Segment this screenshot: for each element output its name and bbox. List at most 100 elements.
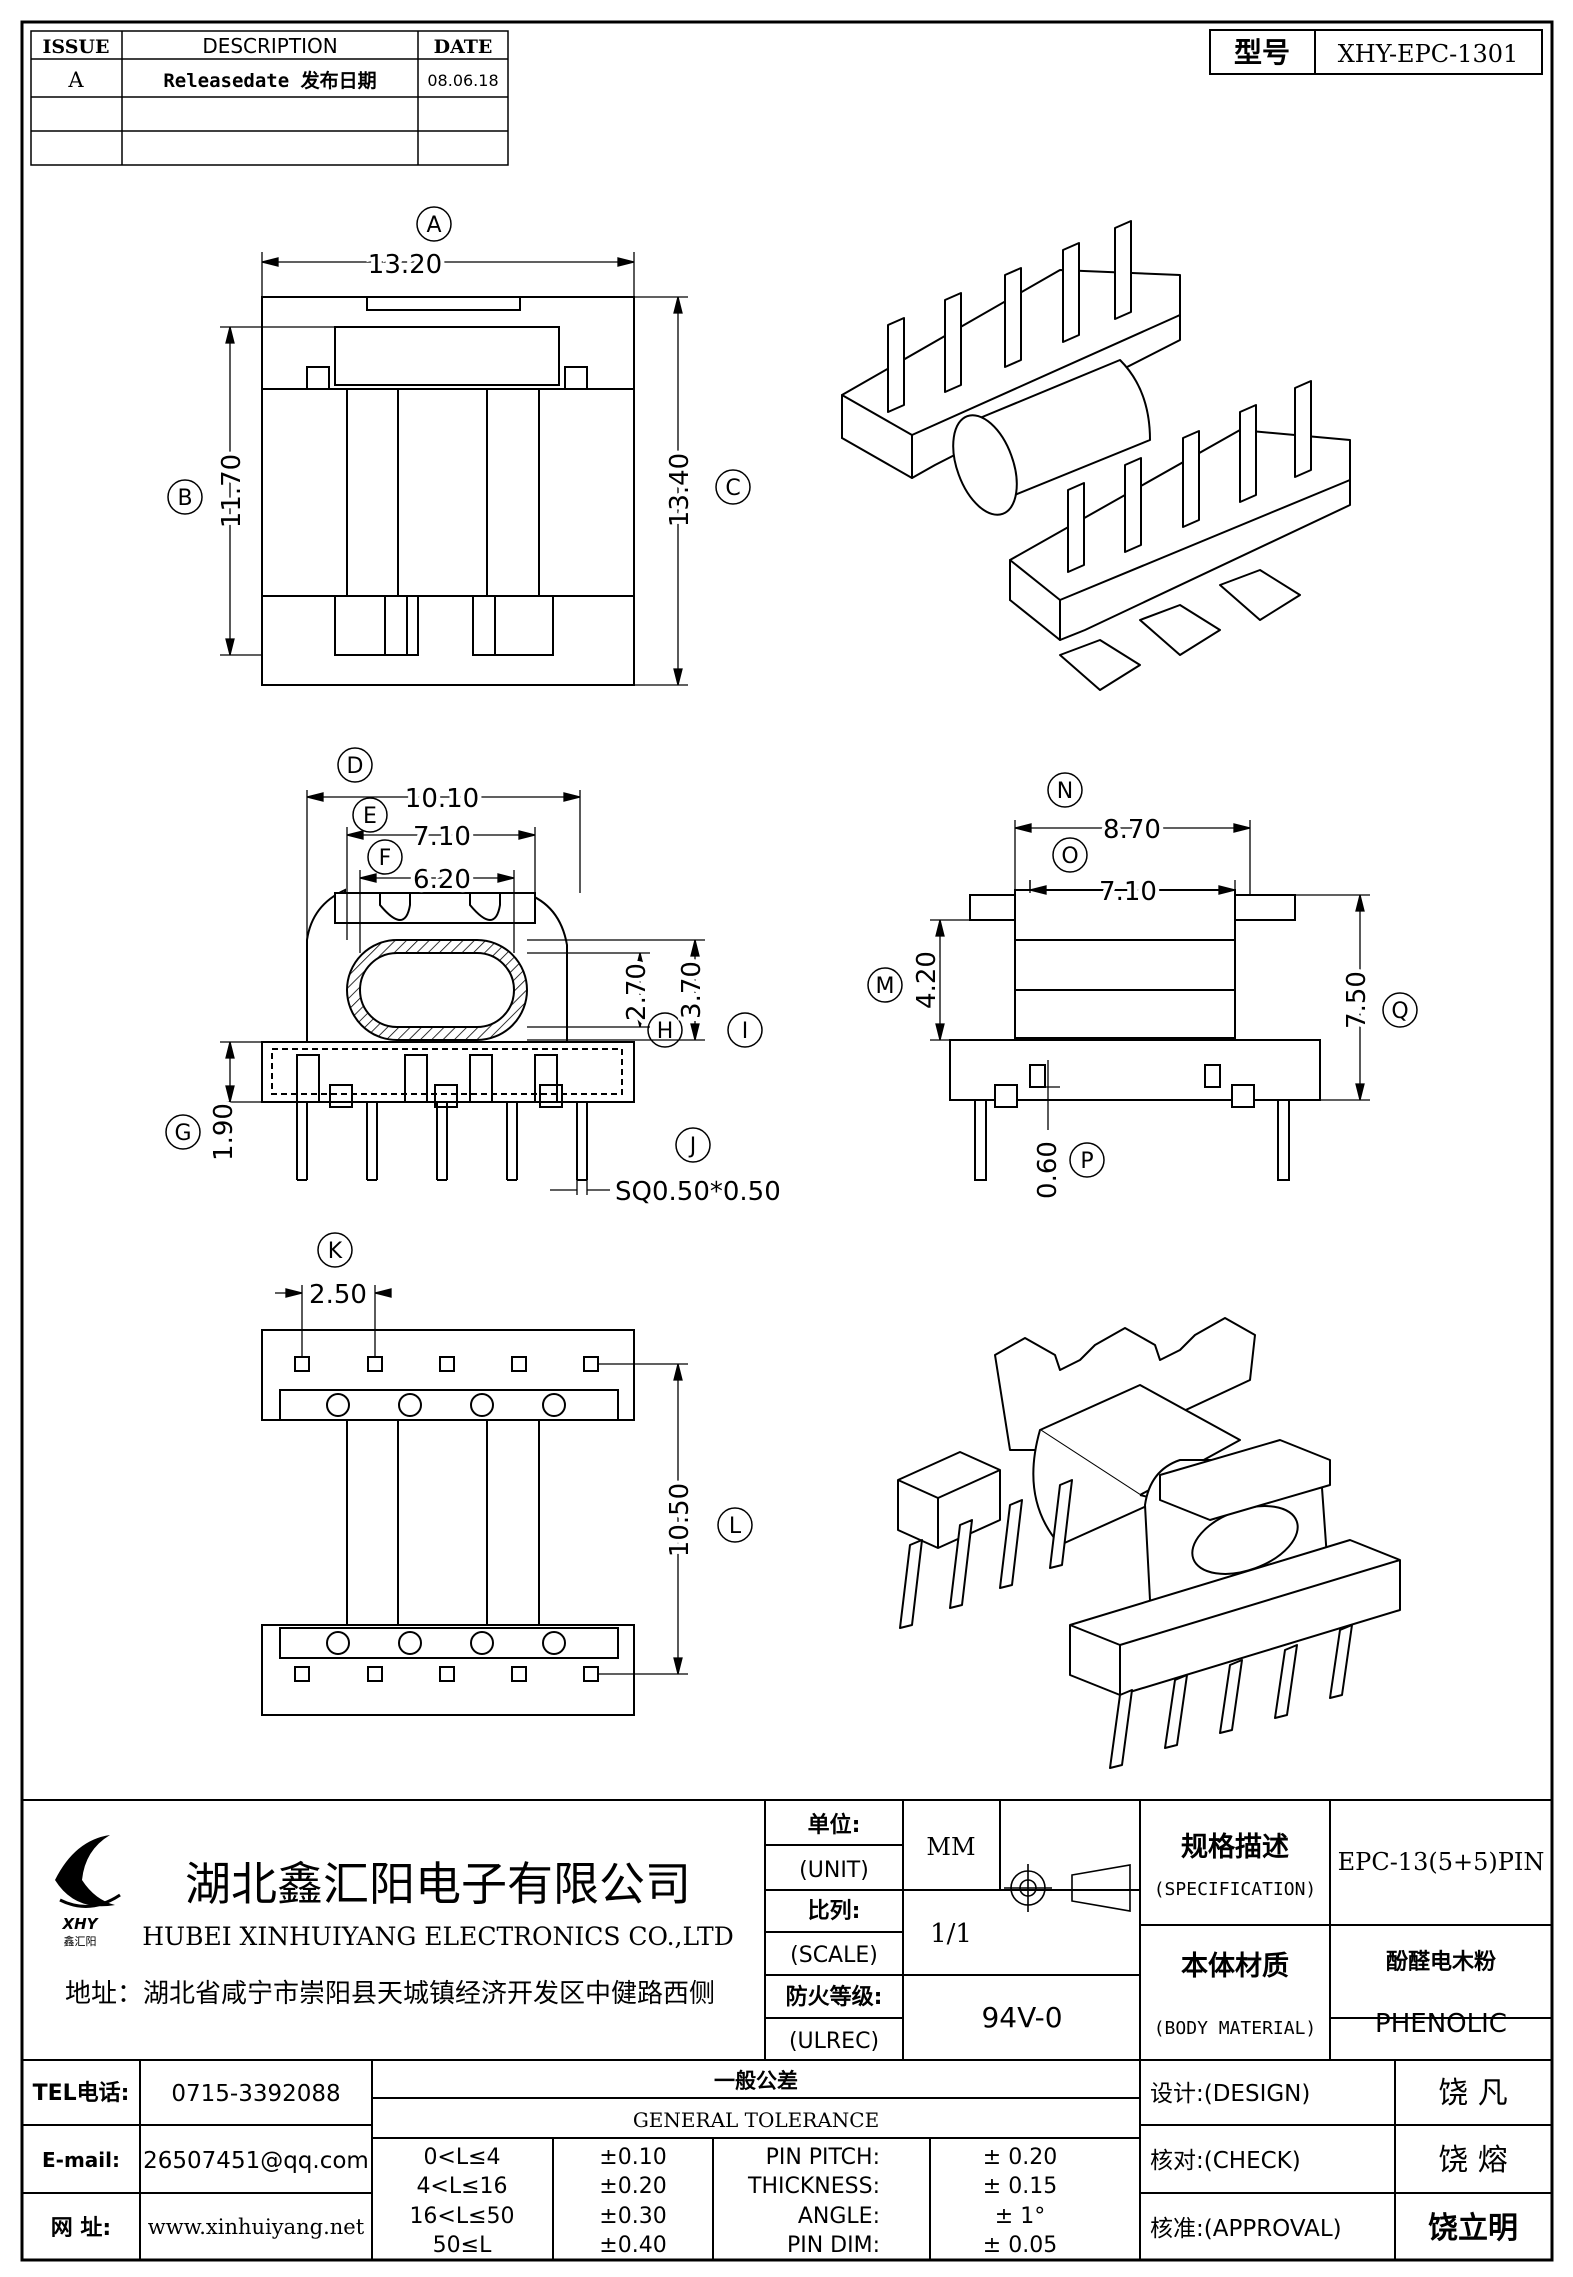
dim-f-letter: F — [379, 846, 392, 871]
email-label: E-mail: — [42, 2148, 120, 2172]
dim-a-letter: A — [426, 213, 441, 238]
unit-label-cn: 单位: — [808, 1812, 861, 1838]
design-name: 饶 凡 — [1438, 2076, 1508, 2111]
tol-item-value-0: ± 0.20 — [983, 2145, 1057, 2170]
model-box — [1209, 29, 1543, 75]
web-value: www.xinhuiyang.net — [148, 2215, 365, 2239]
dim-b-balloon — [167, 479, 203, 515]
dim-k-balloon — [317, 1232, 353, 1268]
dim-q-letter: Q — [1391, 999, 1408, 1024]
company-logo — [55, 1835, 121, 1908]
scale-label-en: (SCALE) — [790, 1943, 878, 1968]
check-label: 核对:(CHECK) — [1150, 2148, 1301, 2174]
dim-f-value: 6.20 — [413, 865, 471, 895]
model-label: 型号 — [1234, 36, 1290, 69]
dim-j-letter: J — [688, 1134, 697, 1159]
check-name: 饶 熔 — [1438, 2143, 1508, 2178]
revision-table — [30, 30, 509, 166]
side-view — [949, 889, 1321, 1181]
tol-value-3: ±0.40 — [599, 2233, 666, 2258]
ulrec-label-cn: 防火等级: — [786, 1984, 883, 2010]
tolerance-title-en: GENERAL TOLERANCE — [633, 2108, 879, 2132]
dim-m-value: 4.20 — [912, 951, 942, 1009]
title-block-grid — [22, 1799, 1552, 2260]
scale-label-cn: 比列: — [808, 1899, 861, 1924]
dim-c-value: 13.40 — [665, 453, 695, 527]
dim-n-letter: N — [1057, 779, 1073, 804]
front-view-dim-lines — [220, 790, 705, 1195]
dim-c-balloon — [715, 469, 751, 505]
side-view-dim-lines — [930, 820, 1370, 1130]
ulrec-value: 94V-0 — [981, 2001, 1062, 2034]
dim-p-value: 0.60 — [1033, 1141, 1063, 1199]
dim-q-value: 7.50 — [1342, 971, 1372, 1029]
dim-a-lines — [261, 252, 635, 297]
model-value: XHY-EPC-1301 — [1338, 40, 1519, 68]
iso-view-upper — [841, 220, 1351, 691]
tol-item-1: THICKNESS: — [747, 2174, 880, 2199]
dim-g-value: 1.90 — [209, 1103, 239, 1161]
dim-k-letter: K — [328, 1239, 343, 1264]
logo-text: XHY — [62, 1915, 100, 1933]
rev-header-issue: ISSUE — [43, 36, 110, 58]
dim-o-letter: O — [1061, 844, 1078, 869]
rev-row-issue: A — [67, 68, 84, 92]
third-angle-projection-icon — [1004, 1864, 1131, 1912]
dim-p-balloon — [1069, 1142, 1105, 1178]
dim-d-balloon — [337, 747, 373, 783]
tol-item-2: ANGLE: — [798, 2204, 880, 2229]
rev-row-description: Releasedate 发布日期 — [163, 69, 376, 92]
dim-l-balloon — [717, 1507, 753, 1543]
dim-a-balloon — [416, 206, 452, 242]
dim-g-letter: G — [174, 1121, 191, 1146]
iso-view-lower — [897, 1317, 1401, 1769]
sheet-border — [20, 20, 1554, 2262]
dim-m-balloon — [867, 967, 903, 1003]
spec-label-cn: 规格描述 — [1181, 1832, 1289, 1863]
dim-l-value: 10.50 — [665, 1483, 695, 1557]
spec-label-en: (SPECIFICATION) — [1154, 1879, 1317, 1900]
dim-h-value: 2.70 — [622, 963, 652, 1021]
dim-e-value: 7.10 — [413, 822, 471, 852]
dim-l-letter: L — [729, 1514, 742, 1539]
tolerance-title-cn: 一般公差 — [714, 2069, 798, 2093]
material-value-cn: 酚醛电木粉 — [1386, 1950, 1496, 1975]
dim-g-balloon — [165, 1114, 201, 1150]
dim-o-balloon — [1052, 837, 1088, 873]
unit-label-en: (UNIT) — [799, 1858, 869, 1883]
approval-label: 核准:(APPROVAL) — [1150, 2216, 1342, 2242]
design-label: 设计:(DESIGN) — [1150, 2081, 1310, 2107]
top-view — [261, 296, 635, 686]
dim-m-letter: M — [876, 974, 895, 999]
dim-k-value: 2.50 — [309, 1280, 367, 1310]
tol-range-1: 4<L≤16 — [416, 2174, 507, 2199]
tol-item-3: PIN DIM: — [787, 2233, 880, 2258]
tol-value-1: ±0.20 — [599, 2174, 666, 2199]
dim-i-letter: I — [742, 1019, 749, 1044]
dim-e-balloon — [352, 797, 388, 833]
unit-value: MM — [926, 1833, 975, 1861]
dim-o-value: 7.10 — [1099, 877, 1157, 907]
material-label-cn: 本体材质 — [1181, 1951, 1289, 1982]
company-name-en: HUBEI XINHUIYANG ELECTRONICS CO.,LTD — [142, 1922, 734, 1951]
dim-e-letter: E — [363, 804, 377, 829]
tol-value-0: ±0.10 — [599, 2145, 666, 2170]
tel-value: 0715-3392088 — [171, 2081, 340, 2107]
dim-i-value: 3.70 — [677, 961, 707, 1019]
rev-header-date: DATE — [434, 36, 493, 58]
dim-j-balloon — [675, 1127, 711, 1163]
front-view — [261, 888, 635, 1181]
dim-f-balloon — [367, 839, 403, 875]
tol-item-value-1: ± 0.15 — [983, 2174, 1057, 2199]
dim-b-lines — [220, 326, 335, 656]
ulrec-label-en: (ULREC) — [789, 2029, 879, 2054]
dim-d-value: 10.10 — [405, 784, 479, 814]
email-value: 26507451@qq.com — [143, 2148, 369, 2174]
dim-j-value: SQ0.50*0.50 — [615, 1177, 781, 1207]
material-label-en: (BODY MATERIAL) — [1154, 2018, 1317, 2039]
logo-subtext: 鑫汇阳 — [64, 1934, 97, 1948]
tol-item-value-2: ± 1° — [995, 2204, 1045, 2229]
tol-item-value-3: ± 0.05 — [983, 2233, 1057, 2258]
material-value-en: PHENOLIC — [1375, 2009, 1507, 2039]
